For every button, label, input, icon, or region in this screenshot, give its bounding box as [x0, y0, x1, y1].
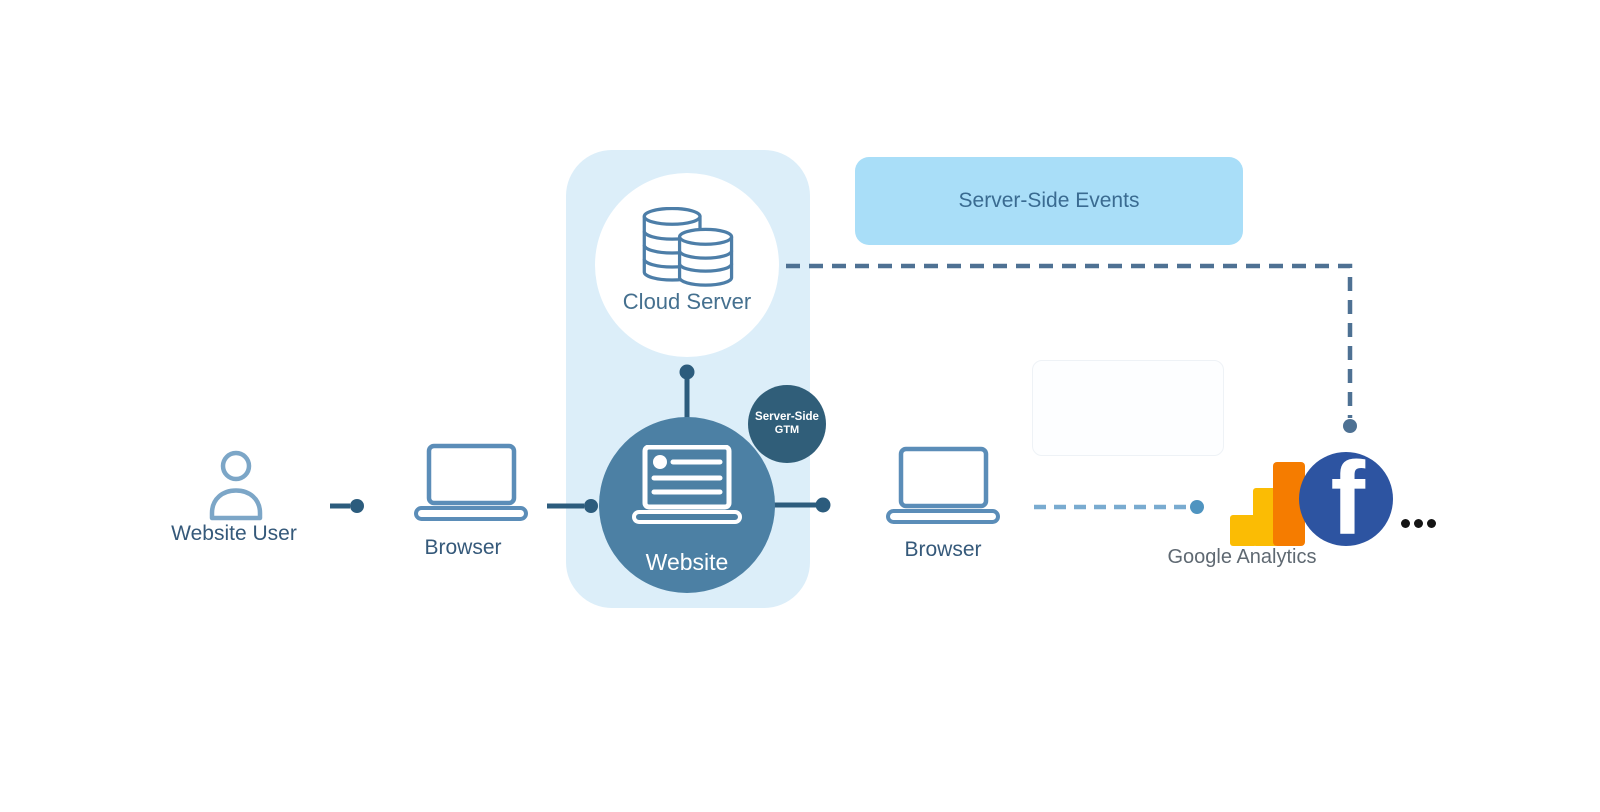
website-node: Website — [599, 417, 775, 593]
browser-client-label: Browser — [424, 536, 502, 559]
google-analytics-icon — [1230, 462, 1305, 546]
edge-user-to-browser-dot — [350, 499, 364, 513]
ellipsis-dot — [1427, 519, 1436, 528]
ellipsis-dot — [1414, 519, 1423, 528]
laptop-icon — [886, 446, 1000, 524]
server-side-events-banner: Server-Side Events — [855, 157, 1243, 245]
gtm-badge-line1: Server-Side — [755, 410, 819, 423]
website-laptop-icon — [632, 445, 742, 524]
edge-browser2-to-ga-dot — [1190, 500, 1204, 514]
ellipsis-dot — [1401, 519, 1410, 528]
facebook-f-glyph: f — [1330, 452, 1366, 546]
edge-browser-to-website-dot — [584, 499, 598, 513]
facebook-icon: f — [1299, 452, 1393, 546]
edge-website-to-browser2-dot — [815, 497, 831, 513]
cloud-server-label: Cloud Server — [622, 289, 752, 314]
website-user-label: Website User — [171, 522, 297, 545]
gtm-badge-line2: GTM — [774, 424, 800, 437]
server-side-events-label: Server-Side Events — [958, 189, 1140, 212]
person-icon — [209, 450, 263, 521]
edge-website-to-cloud-dot — [679, 364, 695, 380]
server-side-gtm-badge: Server-Side GTM — [748, 385, 826, 463]
database-icon — [642, 207, 734, 287]
faded-placeholder-box — [1032, 360, 1224, 456]
solid-connectors — [330, 364, 831, 513]
cloud-server-node: Cloud Server — [595, 173, 779, 357]
website-label: Website — [645, 549, 729, 575]
google-analytics-label: Google Analytics — [1167, 546, 1317, 568]
browser-server-label: Browser — [904, 538, 982, 561]
ellipsis-icon — [1401, 519, 1436, 528]
laptop-icon — [414, 443, 528, 521]
edge-cloud-to-destinations-dot — [1343, 419, 1357, 433]
edge-cloud-to-destinations-dashed — [786, 263, 1353, 418]
